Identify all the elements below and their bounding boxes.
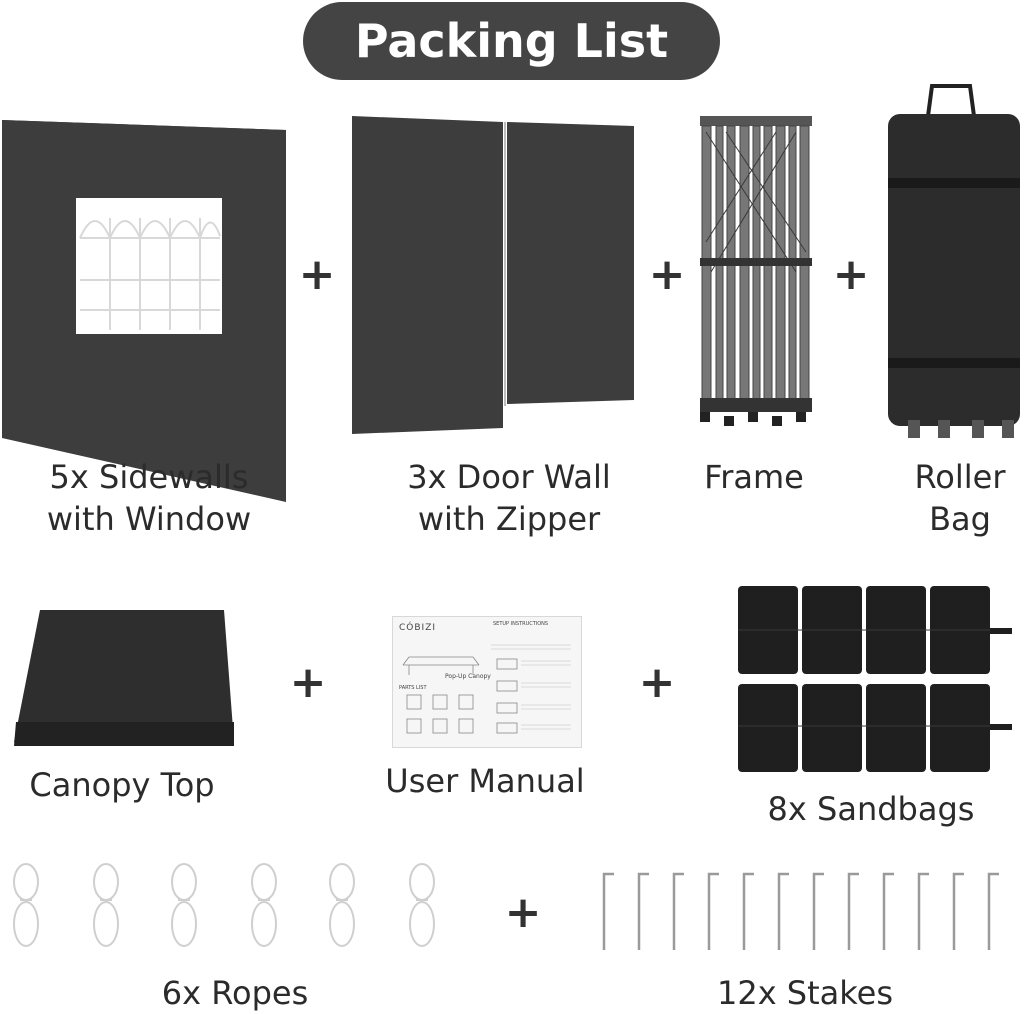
roller-bag-label: Roller Bag (914, 458, 1006, 538)
user-manual-label: User Manual (385, 762, 585, 800)
plus-sign: + (638, 657, 676, 708)
stakes-label: 12x Stakes (716, 974, 894, 1012)
packing-list-title: Packing List (303, 2, 720, 80)
manual-section-title: SETUP INSTRUCTIONS (493, 621, 549, 627)
sandbags-image (738, 586, 1012, 772)
ropes-label: 6x Ropes (161, 974, 309, 1012)
plus-sign: + (289, 657, 327, 708)
ropes-image (13, 863, 435, 947)
stakes-image (602, 872, 999, 950)
roller-bag-image (888, 84, 1020, 438)
plus-sign: + (648, 249, 686, 300)
manual-parts-list: PARTS LIST (399, 685, 427, 691)
canopy-top-label: Canopy Top (29, 766, 215, 804)
sidewalls-label: 5x Sidewalls with Window (46, 458, 252, 538)
sandbags-label: 8x Sandbags (767, 790, 975, 828)
manual-brand: CÓBIZI (399, 623, 437, 633)
plus-sign: + (298, 249, 336, 300)
canopy-top-image (14, 610, 234, 746)
plus-sign: + (832, 249, 870, 300)
plus-sign: + (504, 887, 542, 938)
manual-heading: Pop-Up Canopy (445, 673, 491, 680)
door-wall-with-zipper-image (352, 116, 634, 434)
user-manual-image: CÓBIZI SETUP INSTRUCTIONS Pop-Up Canopy … (392, 616, 582, 748)
sidewall-with-window-image (2, 120, 286, 502)
frame-label: Frame (704, 458, 804, 496)
frame-image (700, 116, 812, 426)
door-wall-label: 3x Door Wall with Zipper (407, 458, 611, 538)
